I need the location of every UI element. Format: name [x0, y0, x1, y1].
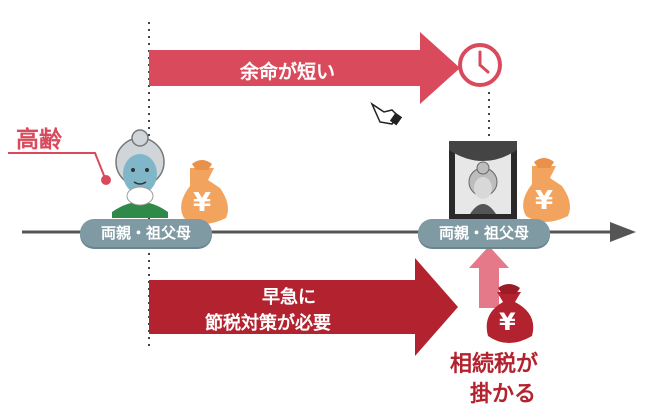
bottom-arrow — [149, 258, 458, 356]
top-arrow-label: 余命が短い — [240, 61, 336, 83]
top-arrow — [149, 32, 460, 104]
clock-icon — [458, 43, 502, 87]
money-bag-right-icon — [523, 158, 570, 222]
elder-label: 高齢 — [16, 127, 62, 153]
pointer-hand-icon — [370, 101, 403, 126]
yen-left: ¥ — [193, 188, 212, 218]
yen-red: ¥ — [499, 308, 516, 336]
money-bag-red-icon — [486, 284, 534, 343]
money-bag-icon — [181, 160, 228, 224]
grandmother-icon — [112, 129, 168, 218]
tax-line1: 相続税が — [450, 352, 539, 377]
memorial-portrait-icon — [449, 141, 517, 219]
timeline-arrowhead — [610, 222, 636, 242]
bottom-arrow-line1: 早急に — [262, 287, 316, 308]
tax-line2: 掛かる — [470, 382, 537, 407]
elder-pointer-dot — [101, 175, 111, 185]
bottom-arrow-line2: 節税対策が必要 — [205, 313, 331, 334]
elder-pointer-line — [8, 152, 106, 179]
pill-right: 両親・祖父母 — [418, 219, 550, 247]
pill-left: 両親・祖父母 — [80, 219, 212, 247]
yen-right: ¥ — [535, 186, 554, 216]
